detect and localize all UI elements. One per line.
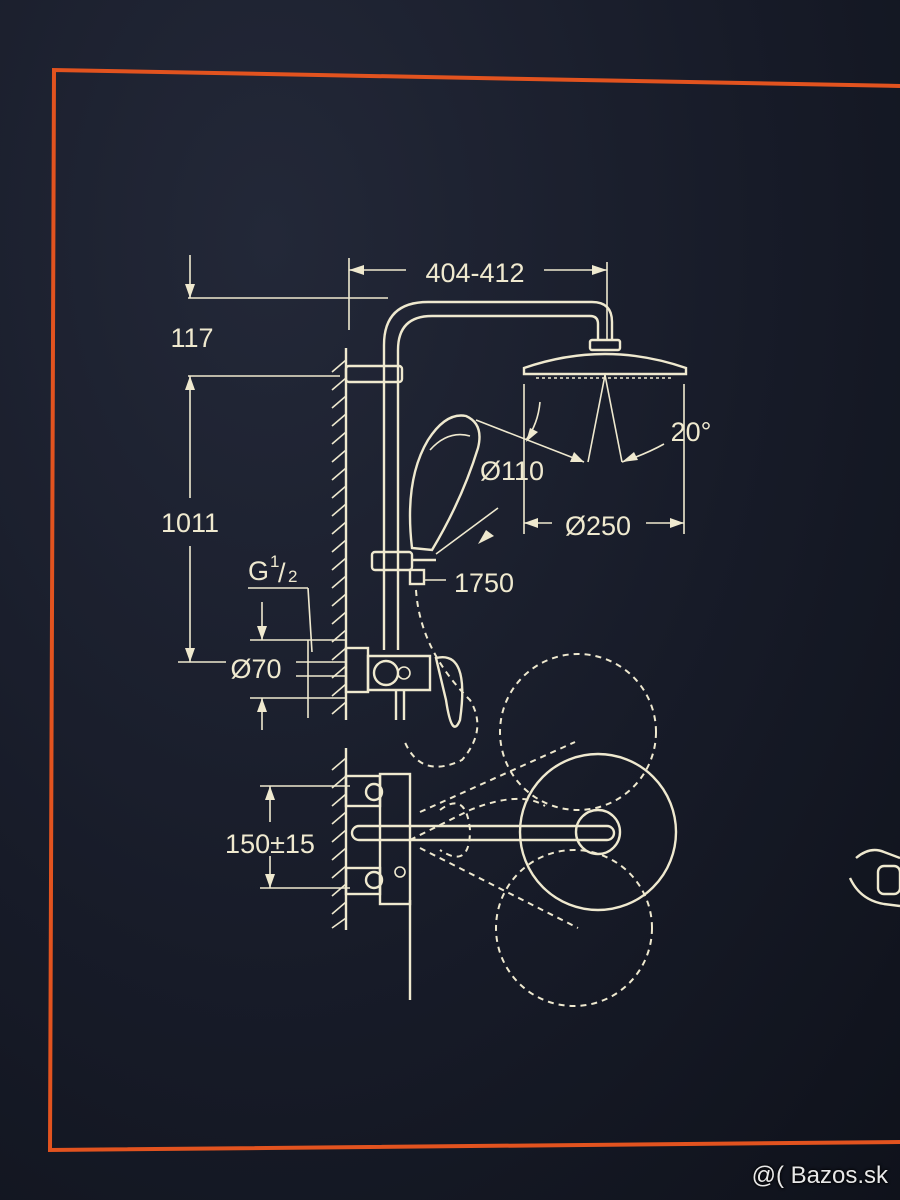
watermark: @( Bazos.sk [751, 1162, 888, 1189]
thread-fraction-slash: / [278, 558, 286, 588]
dimension-angle [525, 401, 665, 463]
dimension-rosette [250, 602, 346, 730]
dimension-height-label: 1011 [161, 508, 219, 538]
orange-frame [47, 67, 900, 1153]
wall-upper [331, 348, 348, 720]
thread-fraction-den: 2 [288, 567, 297, 586]
dimension-head-shower [523, 384, 685, 534]
hand-shower [408, 414, 481, 552]
dimension-center-distance [260, 785, 350, 889]
dimension-top-offset [185, 255, 388, 392]
mixer-lower [344, 752, 678, 1000]
mixer-upper [344, 646, 464, 728]
thread-main-label: G [248, 556, 269, 586]
hose [403, 589, 479, 768]
partial-fitting-icon [848, 848, 900, 908]
dimension-hose-label: 1750 [454, 568, 514, 598]
thread-fraction-num: 1 [270, 552, 279, 571]
lever-positions [419, 653, 657, 1007]
wall-lower [331, 748, 348, 930]
dimension-angle-label: 20° [671, 417, 712, 447]
dimension-height [178, 392, 226, 663]
dimension-width [348, 258, 608, 340]
dimension-top-offset-label: 117 [170, 323, 213, 353]
shower-column [344, 300, 614, 650]
dimension-center-distance-label: 150±15 [225, 829, 315, 859]
dimension-hand-shower-label: Ø110 [480, 456, 544, 486]
dimension-head-shower-label: Ø250 [565, 511, 631, 541]
dimension-thread [248, 587, 313, 653]
dimension-width-label: 404-412 [425, 258, 524, 288]
dimension-rosette-label: Ø70 [230, 654, 281, 684]
head-shower [522, 338, 688, 463]
dimension-hand-shower [435, 419, 585, 555]
